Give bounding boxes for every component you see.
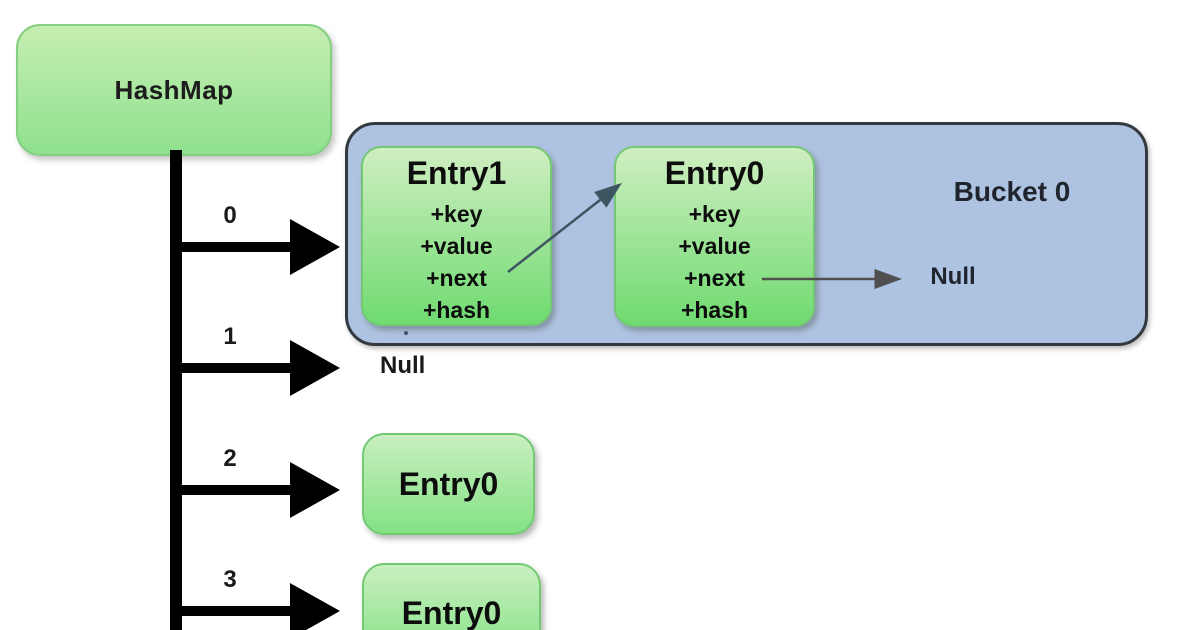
slot-2-index-label: 2 xyxy=(223,445,237,472)
entry0-field-next: +next xyxy=(684,265,745,291)
hashmap-node: HashMap xyxy=(16,24,332,156)
bucket-table-trunk-line xyxy=(170,150,182,630)
entry0-field-value: +value xyxy=(678,233,751,259)
slot-3-entry0-label: Entry0 xyxy=(401,595,502,630)
slot-1-index-label: 1 xyxy=(223,323,237,350)
bucket-0-null-label: Null xyxy=(930,263,976,290)
slot-3-arrowhead-icon xyxy=(290,583,340,630)
entry1-title: Entry1 xyxy=(406,155,507,191)
slot-0-pointer-line xyxy=(178,242,294,252)
entry1-field-hash: +hash xyxy=(422,297,491,323)
entry1-field-next: +next xyxy=(426,265,487,291)
slot-2-arrowhead-icon xyxy=(290,462,340,518)
entry1-field-value: +value xyxy=(420,233,493,259)
entry0-node: Entry0 +key +value +next +hash xyxy=(614,146,815,327)
entry1-node: Entry1 +key +value +next +hash xyxy=(361,146,552,326)
slot-2-pointer-line xyxy=(178,485,294,495)
entry1-field-key: +key xyxy=(430,201,483,227)
slot-1-pointer-line xyxy=(178,363,294,373)
slot-3-pointer-line xyxy=(178,606,294,616)
slot-2-entry0-label: Entry0 xyxy=(398,465,499,502)
slot-0-arrowhead-icon xyxy=(290,219,340,275)
slot-3-entry0-node: Entry0 xyxy=(362,563,541,630)
bucket-0-label: Bucket 0 xyxy=(953,176,1071,207)
entry0-title: Entry0 xyxy=(664,155,765,191)
stray-dot-artifact xyxy=(404,331,408,335)
entry0-field-key: +key xyxy=(688,201,741,227)
slot-3-index-label: 3 xyxy=(223,566,237,593)
slot-1-null-label: Null xyxy=(380,352,426,379)
slot-0-index-label: 0 xyxy=(223,202,237,229)
hashmap-node-label: HashMap xyxy=(114,74,234,105)
entry0-field-hash: +hash xyxy=(680,297,749,323)
slot-2-entry0-node: Entry0 xyxy=(362,433,535,535)
slot-1-arrowhead-icon xyxy=(290,340,340,396)
